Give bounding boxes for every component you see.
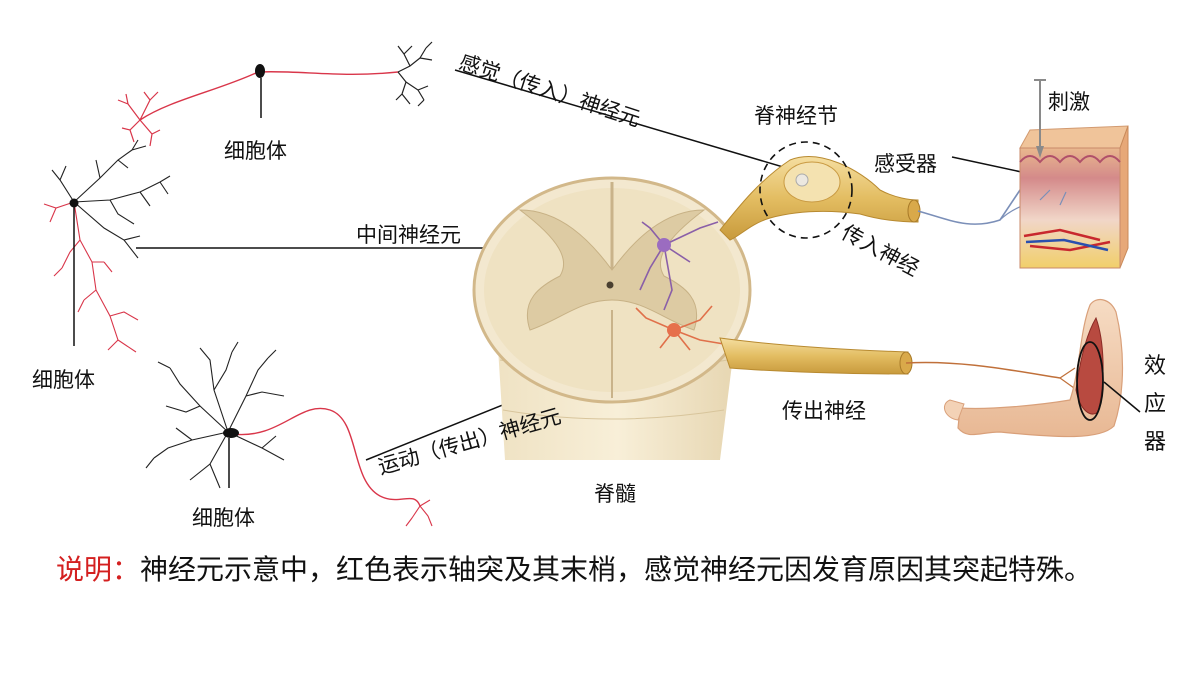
skin-receptor xyxy=(1019,79,1129,269)
interneuron-cell-body xyxy=(69,198,79,208)
motor-axon xyxy=(231,407,421,507)
label-stimulus: 刺激 xyxy=(1048,90,1090,114)
sensory-neuron xyxy=(117,41,801,173)
label-interneuron: 中间神经元 xyxy=(356,223,461,247)
note-text: 神经元示意中，红色表示轴突及其末梢，感觉神经元因发育原因其突起特殊。 xyxy=(140,553,1093,586)
label-efferent-nerve: 传出神经 xyxy=(782,399,866,423)
nerves xyxy=(719,141,1076,389)
label-cell-body-left: 细胞体 xyxy=(32,368,95,392)
label-cell-body-top: 细胞体 xyxy=(224,139,287,163)
sensory-dendrite-ending xyxy=(395,41,433,107)
label-spinal-ganglion: 脊神经节 xyxy=(754,104,838,128)
note-prefix: 说明： xyxy=(56,553,141,586)
sensory-cell-body xyxy=(255,64,265,78)
biceps-muscle xyxy=(1075,316,1104,415)
arm-effector xyxy=(943,298,1141,438)
label-receptor: 感受器 xyxy=(874,152,937,176)
spinal-cord xyxy=(472,176,752,460)
interneuron-in-cord xyxy=(639,221,719,311)
caption-note: 说明：神经元示意中，红色表示轴突及其末梢，感觉神经元因发育原因其突起特殊。 xyxy=(56,548,1156,592)
spinal-ganglion-swelling xyxy=(783,161,841,203)
label-spinal-cord: 脊髓 xyxy=(594,482,636,506)
efferent-nerve-trunk xyxy=(719,337,909,375)
label-cell-body-bottom: 细胞体 xyxy=(192,506,255,530)
interneuron-axon xyxy=(43,201,139,353)
motor-cell-body xyxy=(223,428,239,438)
spinal-ganglion-circle xyxy=(759,141,853,239)
motor-neuron-in-cord xyxy=(635,305,731,351)
gray-matter xyxy=(518,209,706,331)
label-effector: 效 应 器 xyxy=(1143,354,1166,455)
sensory-axon-terminal xyxy=(117,91,161,147)
